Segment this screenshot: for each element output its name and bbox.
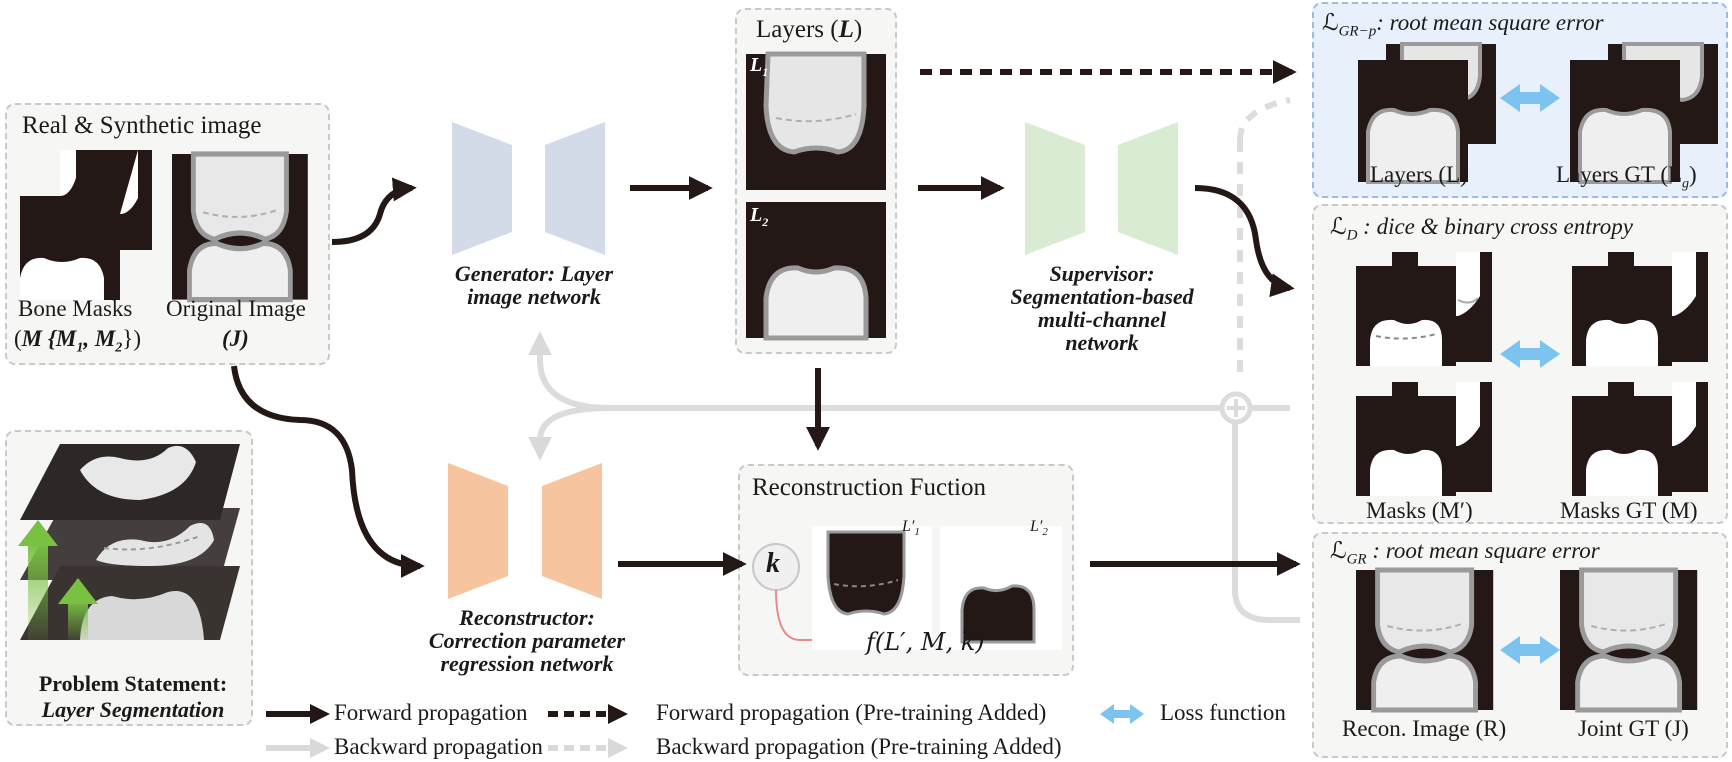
loss-grp-title: ℒGR−p: root mean square error	[1322, 10, 1604, 40]
layer-2-image	[746, 202, 886, 341]
original-image	[172, 154, 308, 300]
legend-forward-icon	[266, 704, 330, 724]
backward-paths	[528, 97, 1300, 623]
forward-paths	[231, 60, 1301, 578]
layers-pred-image	[1358, 42, 1496, 184]
layer-1-label: L1	[750, 54, 769, 79]
bone-masks-sub: (M {M1, M2})	[14, 326, 141, 356]
recon-image	[1356, 570, 1493, 710]
recon-l2-image	[940, 526, 1062, 650]
loss-grp-arrow-icon	[1500, 84, 1560, 112]
loss-gr-arrow-icon	[1500, 636, 1560, 664]
layers-panel-title: Layers (L)	[756, 16, 863, 43]
loss-grp-right-label: Layers GT (Lg)	[1556, 162, 1697, 192]
problem-title: Problem Statement:	[38, 671, 228, 696]
k-label: k	[766, 548, 780, 579]
masks-pred-image	[1356, 252, 1492, 366]
masks-m-gt-image	[1572, 382, 1708, 496]
original-image-sub: (J)	[222, 326, 249, 351]
legend-loss-label: Loss function	[1160, 700, 1286, 725]
layers-gt-image	[1570, 42, 1718, 184]
recon-l2-label: L′2	[1030, 518, 1048, 539]
legend-backward-label: Backward propagation	[334, 734, 543, 759]
recon-panel-title: Reconstruction Fuction	[752, 474, 986, 501]
reconstructor-network-icon	[448, 463, 602, 599]
loss-gr-title: ℒGR : root mean square error	[1330, 538, 1600, 568]
legend-forward-label: Forward propagation	[334, 700, 528, 725]
legend-loss-icon	[1100, 704, 1144, 724]
legend-backward-pre-label: Backward propagation (Pre-training Added…	[656, 734, 1062, 759]
loss-d-title: ℒD : dice & binary cross entropy	[1330, 214, 1633, 244]
masks-gt-image	[1572, 252, 1708, 366]
supervisor-network-icon	[1025, 122, 1178, 255]
recon-formula: f(L′, M, k)	[866, 628, 985, 656]
layer-stack-illustration	[18, 444, 240, 640]
loss-gr-right-label: Joint GT (J)	[1578, 716, 1689, 741]
bone-masks-image	[20, 150, 152, 300]
bone-masks-label: Bone Masks	[18, 296, 133, 321]
problem-subtitle: Layer Segmentation	[41, 697, 225, 722]
legend-backward-pre-icon	[548, 738, 628, 758]
loss-grp-left-label: Layers (L)	[1370, 162, 1468, 187]
recon-l1-label: L′1	[902, 518, 920, 539]
loss-d-left-label: Masks (M′)	[1366, 498, 1473, 523]
legend-forward-pre-label: Forward propagation (Pre-training Added)	[656, 700, 1047, 725]
layer-2-label: L2	[750, 204, 769, 229]
recon-l1-image	[812, 526, 932, 650]
layer-1-image	[746, 51, 886, 190]
joint-gt-image	[1560, 570, 1697, 710]
loss-gr-left-label: Recon. Image (R)	[1342, 716, 1507, 741]
input-panel-title: Real & Synthetic image	[22, 112, 262, 139]
masks-m-prime-image	[1356, 382, 1492, 496]
legend-forward-pre-icon	[548, 704, 628, 724]
legend-backward-icon	[266, 738, 330, 758]
original-image-label: Original Image	[166, 296, 306, 321]
loss-d-right-label: Masks GT (M)	[1560, 498, 1698, 523]
loss-d-arrow-icon	[1500, 340, 1560, 368]
generator-network-icon	[452, 122, 605, 255]
